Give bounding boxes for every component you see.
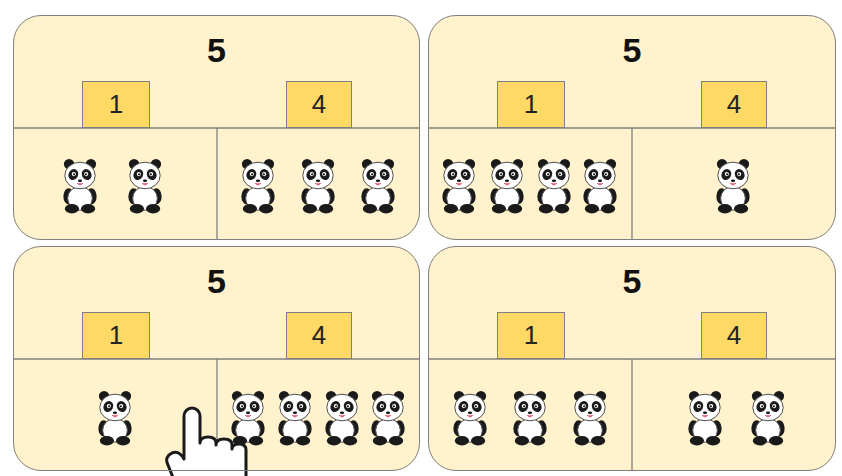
illustration-part (573, 391, 606, 446)
panda-group (63, 159, 784, 446)
text-stack: 1 (109, 320, 123, 350)
illustration-part (688, 391, 721, 446)
part-number-box: 4 (286, 312, 352, 359)
card-grounds (13, 15, 836, 471)
text-stack: 1 (109, 89, 123, 119)
illustration-part (361, 159, 394, 214)
illustration-part (325, 391, 358, 446)
illustration-part (278, 391, 311, 446)
total-number: 5 (429, 261, 835, 301)
part-number: 4 (312, 320, 326, 350)
total-number: 5 (14, 30, 419, 70)
total-number: 5 (429, 30, 835, 70)
number-card: 5 1 4 (13, 246, 420, 471)
illustration-part (98, 391, 131, 446)
part-number-box: 4 (701, 81, 767, 128)
text-stack: 4 (727, 320, 741, 350)
part-number-box: 1 (497, 81, 565, 128)
illustration-part (631, 128, 632, 240)
illustration-part (13, 246, 420, 471)
illustration-part (301, 159, 334, 214)
number-card: 5 1 4 (428, 246, 836, 471)
part-number-box: 1 (82, 312, 150, 359)
part-number: 1 (109, 89, 123, 119)
total-number: 5 (14, 261, 419, 301)
illustration-part (442, 159, 475, 214)
illustration-part (428, 246, 836, 471)
illustration-part (751, 391, 784, 446)
illustration-part (490, 159, 523, 214)
illustration-part (513, 391, 546, 446)
divider-lines (13, 128, 836, 471)
part-number: 1 (109, 320, 123, 350)
number-card: 5 1 4 (428, 15, 836, 240)
illustration-part (128, 159, 161, 214)
illustration-part (13, 15, 420, 240)
illustration-part (371, 391, 404, 446)
part-number-box: 4 (286, 81, 352, 128)
illustration-part (631, 359, 632, 471)
text-stack: 1 (524, 89, 538, 119)
illustration-part (167, 408, 246, 476)
part-number-box: 1 (497, 312, 565, 359)
part-number: 1 (524, 89, 538, 119)
text-stack: 1 (524, 320, 538, 350)
part-number: 4 (727, 89, 741, 119)
illustration-part (231, 391, 264, 446)
illustration-part (453, 391, 486, 446)
illustration-part (583, 159, 616, 214)
illustration-part (537, 159, 570, 214)
text-stack: 4 (312, 320, 326, 350)
illustration-part (216, 128, 217, 240)
part-number-box: 1 (82, 81, 150, 128)
part-number-box: 4 (701, 312, 767, 359)
part-number: 1 (524, 320, 538, 350)
illustration-part (241, 159, 274, 214)
illustration-part (63, 159, 96, 214)
part-number: 4 (727, 320, 741, 350)
part-number: 4 (312, 89, 326, 119)
text-stack: 4 (312, 89, 326, 119)
number-card: 5 1 4 (13, 15, 420, 240)
illustration-part (716, 159, 749, 214)
illustration-part (428, 15, 836, 240)
text-stack: 4 (727, 89, 741, 119)
pointer-hand (167, 408, 246, 476)
